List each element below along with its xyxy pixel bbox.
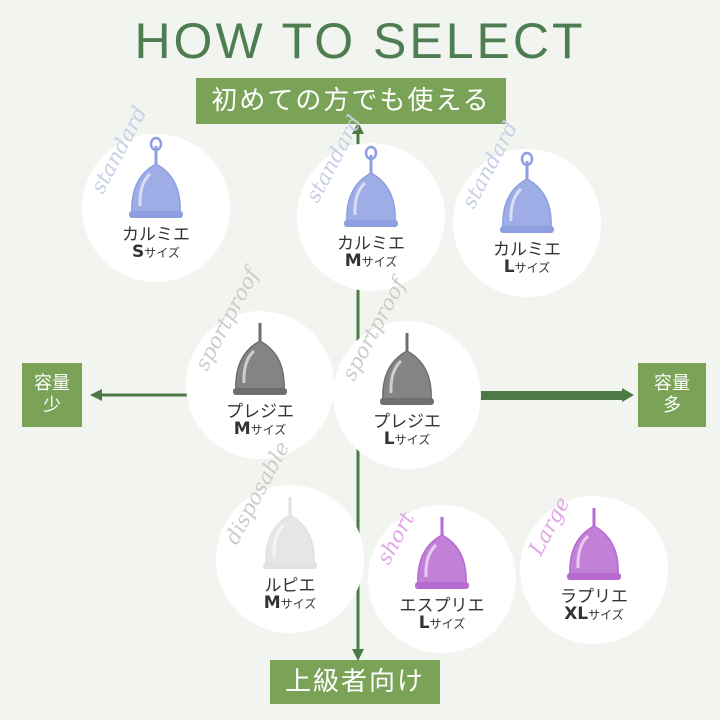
product-name: カルミエ bbox=[493, 240, 561, 260]
cup-highlight bbox=[424, 543, 438, 578]
cup-ring bbox=[520, 151, 534, 167]
axis-label-left: 容量 少 bbox=[22, 363, 82, 427]
size-letter: L bbox=[503, 257, 515, 277]
arrow-down bbox=[352, 649, 364, 661]
cup-rim bbox=[380, 398, 434, 405]
cup-body bbox=[417, 534, 467, 586]
product-purejie-l[interactable]: sportproof プレジエ Lサイズ bbox=[333, 274, 481, 469]
cup-rim bbox=[263, 562, 317, 569]
product-name: カルミエ bbox=[337, 234, 405, 254]
cup-body bbox=[235, 340, 285, 392]
cup-body bbox=[265, 514, 315, 566]
size-letter: L bbox=[383, 429, 395, 449]
cup-highlight bbox=[272, 523, 286, 558]
cup-rim bbox=[129, 211, 183, 218]
cup-icon bbox=[129, 136, 183, 218]
size-letter: S bbox=[132, 242, 145, 262]
size-unit: サイズ bbox=[429, 617, 466, 631]
size-letter: M bbox=[233, 419, 251, 439]
product-size: Lサイズ bbox=[333, 429, 481, 449]
axis-label-bottom: 上級者向け bbox=[270, 660, 440, 704]
product-size: Mサイズ bbox=[186, 419, 334, 439]
size-letter: M bbox=[263, 593, 281, 613]
size-unit: サイズ bbox=[394, 433, 431, 447]
arrow-right bbox=[622, 388, 634, 402]
product-rapurie-xl[interactable]: Large ラプリエ XLサイズ bbox=[520, 493, 668, 644]
product-name: カルミエ bbox=[122, 225, 190, 245]
cup-rim bbox=[567, 573, 621, 580]
product-rupie-m[interactable]: disposable ルピエ Mサイズ bbox=[216, 437, 364, 633]
product-size: Mサイズ bbox=[216, 593, 364, 613]
product-name: プレジエ bbox=[226, 402, 294, 422]
axis-label-left-line1: 容量 bbox=[34, 372, 70, 394]
cup-highlight bbox=[509, 187, 523, 222]
axis-label-right-line1: 容量 bbox=[654, 372, 690, 394]
axis-label-top: 初めての方でも使える bbox=[196, 78, 506, 124]
cup-icon bbox=[500, 151, 554, 233]
product-karumie-s[interactable]: standard カルミエ Sサイズ bbox=[82, 102, 230, 282]
product-esupurie-l[interactable]: short エスプリエ Lサイズ bbox=[368, 505, 516, 653]
axis-label-left-line2: 少 bbox=[43, 395, 61, 416]
size-unit: サイズ bbox=[280, 597, 317, 611]
product-size: Mサイズ bbox=[297, 251, 445, 271]
product-purejie-m[interactable]: sportproof プレジエ Mサイズ bbox=[186, 264, 334, 459]
cup-body bbox=[569, 525, 619, 577]
axis-label-right: 容量 多 bbox=[638, 363, 706, 427]
cup-ring bbox=[149, 136, 163, 152]
product-name: ラプリエ bbox=[560, 587, 628, 607]
size-letter: L bbox=[418, 613, 430, 633]
arrow-left bbox=[90, 389, 102, 401]
size-unit: サイズ bbox=[250, 423, 287, 437]
cup-rim bbox=[344, 220, 398, 227]
product-name: プレジエ bbox=[373, 412, 441, 432]
cup-icon bbox=[415, 517, 469, 589]
cup-highlight bbox=[353, 181, 367, 216]
product-size: XLサイズ bbox=[520, 604, 668, 624]
cup-rim bbox=[500, 226, 554, 233]
size-letter: M bbox=[344, 251, 362, 271]
product-karumie-l[interactable]: standard カルミエ Lサイズ bbox=[453, 117, 601, 297]
cup-rim bbox=[415, 582, 469, 589]
cup-highlight bbox=[242, 349, 256, 384]
cup-rim bbox=[233, 388, 287, 395]
arrow-right-bar bbox=[480, 391, 626, 400]
product-karumie-m[interactable]: standard カルミエ Mサイズ bbox=[297, 111, 445, 291]
cup-icon bbox=[567, 508, 621, 580]
cup-icon bbox=[344, 145, 398, 227]
cup-body bbox=[382, 350, 432, 402]
axis-label-right-line2: 多 bbox=[663, 395, 681, 416]
size-letter: XL bbox=[564, 604, 589, 624]
cup-highlight bbox=[138, 172, 152, 207]
product-name: エスプリエ bbox=[399, 596, 485, 616]
size-unit: サイズ bbox=[144, 246, 180, 260]
product-name: ルピエ bbox=[264, 576, 316, 596]
product-size: Lサイズ bbox=[368, 613, 516, 633]
size-unit: サイズ bbox=[361, 255, 398, 269]
cup-highlight bbox=[389, 359, 403, 394]
size-unit: サイズ bbox=[588, 608, 624, 622]
cup-body bbox=[502, 178, 552, 230]
cup-icon bbox=[263, 497, 317, 569]
cup-body bbox=[131, 163, 181, 215]
arrow-up bbox=[352, 122, 364, 134]
cup-body bbox=[346, 172, 396, 224]
size-unit: サイズ bbox=[514, 261, 551, 275]
cup-icon bbox=[233, 323, 287, 395]
product-size: Sサイズ bbox=[82, 242, 230, 262]
cup-ring bbox=[364, 145, 378, 161]
page-title: HOW TO SELECT bbox=[134, 13, 586, 69]
cup-icon bbox=[380, 333, 434, 405]
product-size: Lサイズ bbox=[453, 257, 601, 277]
cup-highlight bbox=[576, 534, 590, 569]
